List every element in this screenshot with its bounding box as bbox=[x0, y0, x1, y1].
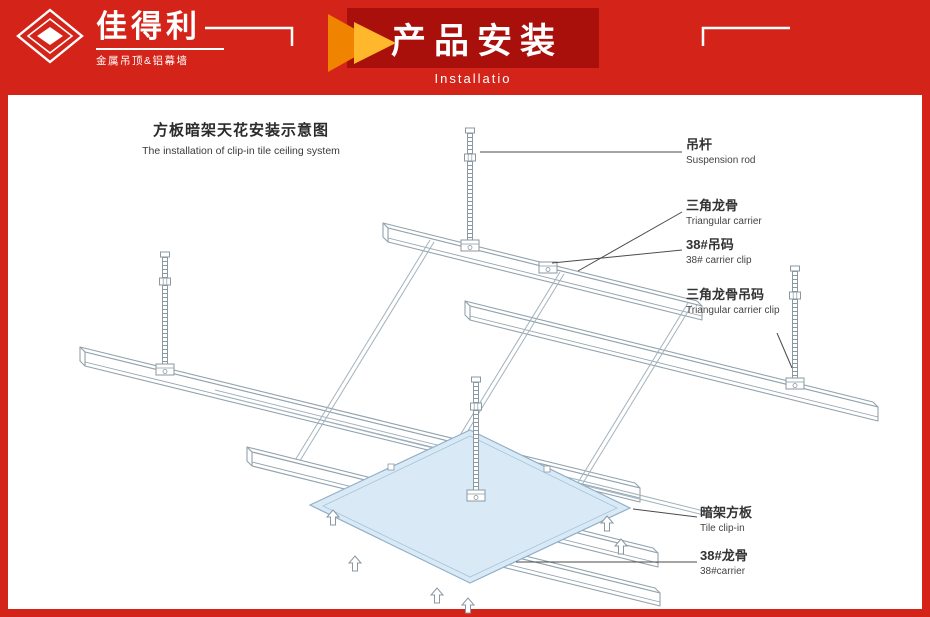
brand-name: 佳得利 bbox=[96, 9, 201, 44]
callout-cn-label: 暗架方板 bbox=[700, 505, 753, 520]
callout-suspension-rod: 吊杆 Suspension rod bbox=[686, 137, 786, 167]
callout-carrier-38: 38#龙骨 38#carrier bbox=[700, 548, 800, 578]
diagram-heading-en: The installation of clip-in tile ceiling… bbox=[142, 145, 340, 157]
diamond-logo-icon bbox=[16, 8, 84, 64]
banner-title-box: 产品安装 bbox=[347, 8, 599, 68]
callout-tile-clip-in: 暗架方板 Tile clip-in bbox=[700, 505, 800, 535]
callout-triangular-carrier: 三角龙骨 Triangular carrier bbox=[686, 198, 786, 228]
diagram-heading: 方板暗架天花安装示意图 The installation of clip-in … bbox=[105, 119, 377, 157]
callout-cn-label: 吊杆 bbox=[686, 137, 713, 152]
callout-en-label: Suspension rod bbox=[686, 154, 756, 166]
callout-cn-label: 38#吊码 bbox=[686, 237, 734, 252]
callout-en-label: Triangular carrier clip bbox=[686, 304, 780, 316]
brand-divider bbox=[96, 47, 224, 50]
callout-cn-label: 三角龙骨 bbox=[686, 198, 739, 213]
header-banner: 佳得利 金属吊顶&铝幕墙 产品安装 Installatio bbox=[0, 0, 930, 95]
bracket-right-icon bbox=[701, 26, 790, 46]
callout-en-label: 38#carrier bbox=[700, 565, 746, 577]
callout-cn-label: 38#龙骨 bbox=[700, 548, 748, 563]
callout-triangular-carrier-clip: 三角龙骨吊码 Triangular carrier clip bbox=[686, 287, 781, 317]
brand-logo: 佳得利 金属吊顶&铝幕墙 bbox=[14, 8, 224, 68]
callout-en-label: 38# carrier clip bbox=[686, 254, 752, 266]
banner-title: 产品安装 bbox=[390, 21, 563, 61]
brand-tagline: 金属吊顶&铝幕墙 bbox=[96, 54, 189, 67]
callout-cn-label: 三角龙骨吊码 bbox=[686, 287, 765, 302]
callout-en-label: Triangular carrier bbox=[686, 215, 762, 227]
callout-en-label: Tile clip-in bbox=[700, 522, 745, 534]
banner-subtitle: Installatio bbox=[434, 71, 512, 86]
callout-carrier-clip-38: 38#吊码 38# carrier clip bbox=[686, 237, 786, 267]
diagram-heading-cn: 方板暗架天花安装示意图 bbox=[152, 122, 329, 139]
